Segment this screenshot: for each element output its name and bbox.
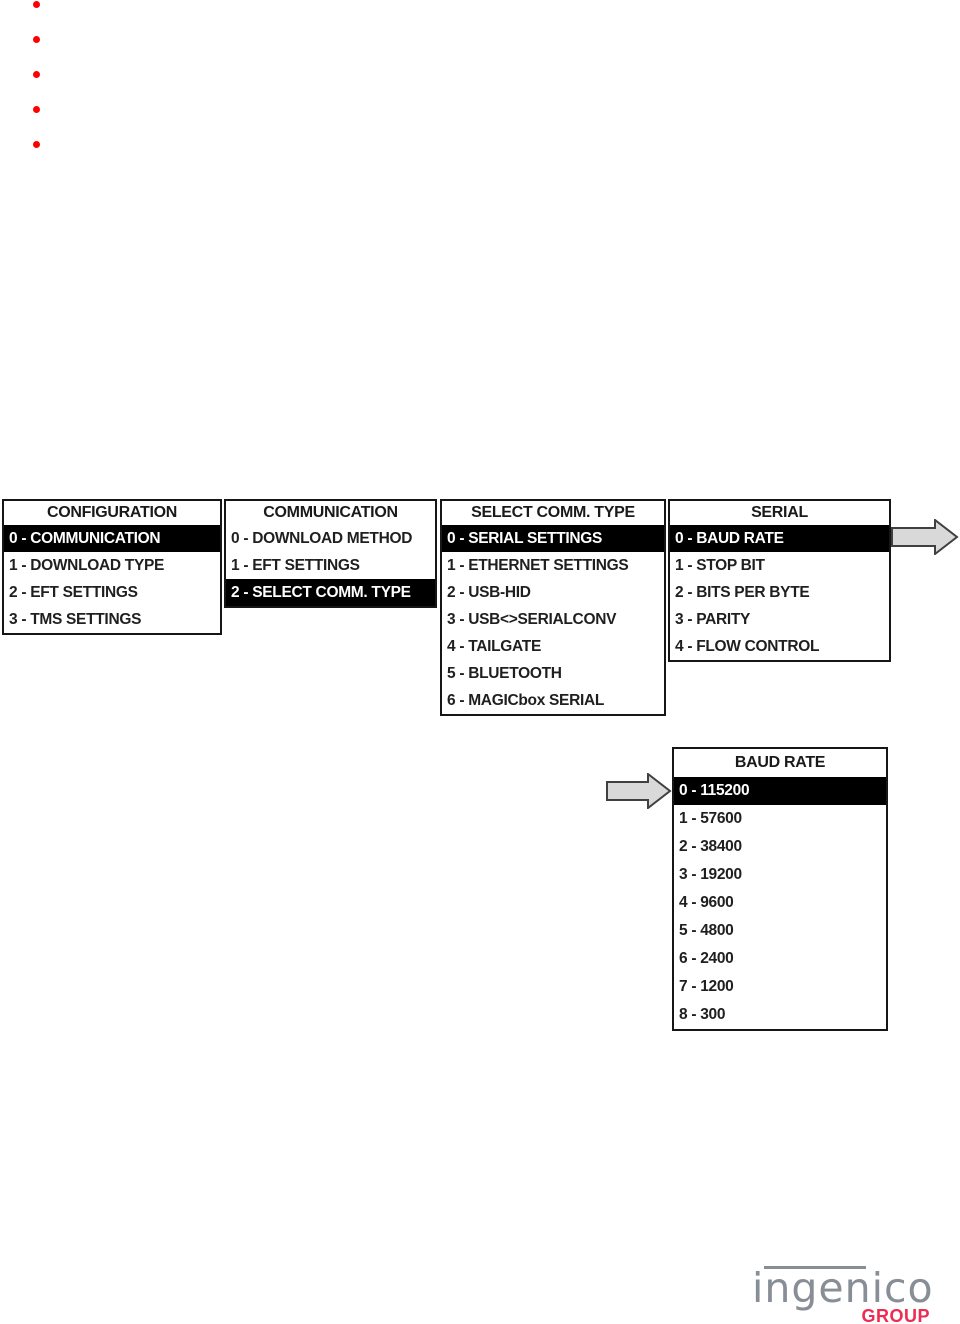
menu-item: 0 - COMMUNICATION	[4, 525, 220, 552]
bullet-icon	[33, 71, 40, 78]
menu-item: 0 - SERIAL SETTINGS	[442, 525, 664, 552]
menu-item: 0 - DOWNLOAD METHOD	[231, 530, 413, 547]
bullet-icon	[33, 106, 40, 113]
menu-item: 4 - 9600	[679, 894, 734, 911]
menu-item: 6 - 2400	[679, 950, 734, 967]
menu-item: 1 - ETHERNET SETTINGS	[447, 557, 629, 574]
menu-title: CONFIGURATION	[46, 504, 177, 521]
menu-items: 0 - 115200 1 - 57600 2 - 38400 3 - 19200 4 -…	[674, 777, 886, 1029]
menu-items: 0 - DOWNLOAD METHOD 1 - EFT SETTINGS 2 - S…	[226, 525, 435, 606]
bullet-icon	[33, 36, 40, 43]
menu-item: 0 - 115200	[674, 777, 886, 805]
menu-item: 2 - USB-HID	[447, 584, 531, 601]
menu-item: 5 - BLUETOOTH	[447, 665, 562, 682]
menu-item: 2 - 38400	[679, 838, 742, 855]
menu-item: 3 - USB<>SERIALCONV	[447, 611, 617, 628]
bullet-icon	[33, 1, 40, 8]
menu-item: 5 - 4800	[679, 922, 734, 939]
menu-items: 0 - SERIAL SETTINGS 1 - ETHERNET SETTINGS…	[442, 525, 664, 714]
ingenico-logo: ingenico GROUP	[752, 1264, 933, 1324]
logo-overline	[764, 1266, 866, 1269]
menu-item: 7 - 1200	[679, 978, 734, 995]
menu-item: 1 - EFT SETTINGS	[231, 557, 360, 574]
menu-title: BAUD RATE	[734, 754, 826, 771]
arrow-right-icon	[606, 773, 672, 809]
menu-item: 3 - PARITY	[675, 611, 751, 628]
menu-communication: COMMUNICATION 0 - DOWNLOAD METHOD 1 - EFT…	[224, 499, 437, 608]
menu-item: 6 - MAGICbox SERIAL	[447, 692, 605, 709]
bullet-icon	[33, 141, 40, 148]
menu-item: 1 - STOP BIT	[675, 557, 765, 574]
menu-items: 0 - COMMUNICATION 1 - DOWNLOAD TYPE 2 - EF…	[4, 525, 220, 633]
menu-title: COMMUNICATION	[263, 504, 398, 521]
menu-item: 4 - FLOW CONTROL	[675, 638, 820, 655]
menu-item: 1 - DOWNLOAD TYPE	[9, 557, 165, 574]
menu-title: SERIAL	[751, 504, 808, 521]
menu-select-comm-type: SELECT COMM. TYPE 0 - SERIAL SETTINGS 1 -…	[440, 499, 666, 716]
menu-item: 2 - EFT SETTINGS	[9, 584, 138, 601]
menu-item: 8 - 300	[679, 1006, 726, 1023]
bullet-list	[33, 1, 40, 176]
logo-group-label: GROUP	[861, 1306, 930, 1324]
menu-serial: SERIAL 0 - BAUD RATE 1 - STOP BIT 2 - BITS…	[668, 499, 891, 662]
menu-item: 4 - TAILGATE	[447, 638, 541, 655]
menu-item: 1 - 57600	[679, 810, 742, 827]
menu-configuration: CONFIGURATION 0 - COMMUNICATION 1 - DOWNL…	[2, 499, 222, 635]
arrow-right-icon	[891, 519, 959, 555]
menu-title: SELECT COMM. TYPE	[471, 504, 635, 521]
menu-item: 3 - 19200	[679, 866, 742, 883]
menu-item: 3 - TMS SETTINGS	[9, 611, 142, 628]
menu-item: 0 - BAUD RATE	[670, 525, 889, 552]
menu-items: 0 - BAUD RATE 1 - STOP BIT 2 - BITS PER BY…	[670, 525, 889, 660]
menu-item: 2 - SELECT COMM. TYPE	[226, 579, 435, 606]
logo-wordmark: ingenico	[752, 1264, 934, 1312]
menu-baud-rate: BAUD RATE 0 - 115200 1 - 57600 2 - 38400 3 …	[672, 747, 888, 1031]
menu-item: 2 - BITS PER BYTE	[675, 584, 810, 601]
